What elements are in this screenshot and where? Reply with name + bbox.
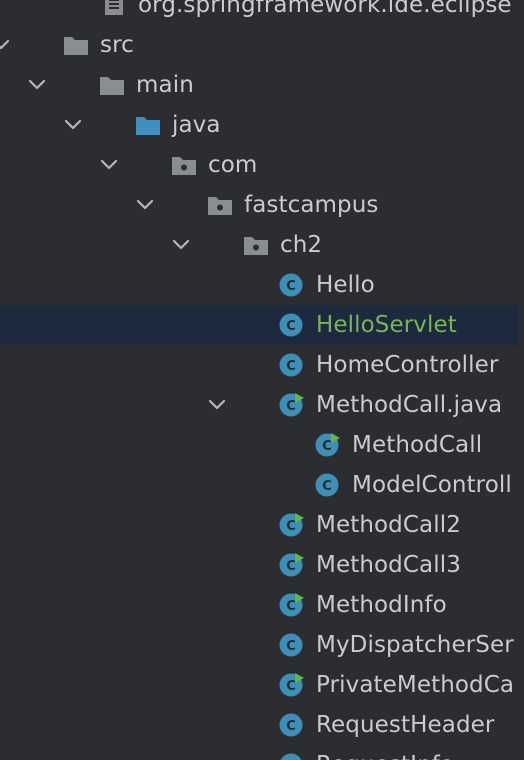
runnable-class-icon: C xyxy=(278,512,306,538)
tree-row[interactable]: C RequestHeader xyxy=(0,705,518,745)
svg-text:C: C xyxy=(286,519,296,534)
tree-row[interactable]: main xyxy=(0,65,518,105)
class-icon: C xyxy=(278,632,306,658)
package-icon xyxy=(170,152,198,178)
tree-item-label: MethodCall.java xyxy=(316,392,503,418)
chevron-down-icon[interactable] xyxy=(134,194,156,216)
folder-icon xyxy=(62,32,90,58)
class-icon: C xyxy=(314,472,342,498)
tree-row[interactable]: src xyxy=(0,25,518,65)
tree-item-label: MyDispatcherSer xyxy=(316,632,514,658)
svg-text:C: C xyxy=(286,559,296,574)
tree-row[interactable]: C MethodCall.java xyxy=(0,385,518,425)
tree-item-label: MethodCall2 xyxy=(316,512,461,538)
svg-text:C: C xyxy=(286,719,296,734)
svg-text:C: C xyxy=(322,479,332,494)
tree-row[interactable]: com xyxy=(0,145,518,185)
tree-item-label: fastcampus xyxy=(244,192,379,218)
class-icon: C xyxy=(278,712,306,738)
svg-text:C: C xyxy=(286,639,296,654)
tree-item-label: ModelControll xyxy=(352,472,512,498)
runnable-class-icon: C xyxy=(278,592,306,618)
package-icon xyxy=(206,192,234,218)
tree-row[interactable]: C MethodCall3 xyxy=(0,545,518,585)
svg-text:C: C xyxy=(286,359,296,374)
tree-item-label: Hello xyxy=(316,272,375,298)
chevron-down-icon[interactable] xyxy=(170,234,192,256)
svg-text:C: C xyxy=(286,599,296,614)
tree-item-label: PrivateMethodCa xyxy=(316,672,515,698)
runnable-class-icon: C xyxy=(278,392,306,418)
tree-item-label: HomeController xyxy=(316,352,499,378)
runnable-class-icon: C xyxy=(278,672,306,698)
tree-item-label: ch2 xyxy=(280,232,323,258)
tree-item-label: java xyxy=(172,112,221,138)
source-folder-icon xyxy=(134,112,162,138)
tree-row[interactable]: C MyDispatcherSer xyxy=(0,625,518,665)
tree-row[interactable]: ch2 xyxy=(0,225,518,265)
tree-row[interactable]: fastcampus xyxy=(0,185,518,225)
svg-text:C: C xyxy=(286,399,296,414)
tree-row[interactable]: java xyxy=(0,105,518,145)
tree-item-label: RequestInfo xyxy=(316,745,454,760)
tree-item-label: main xyxy=(136,72,194,98)
package-icon xyxy=(242,232,270,258)
svg-text:C: C xyxy=(286,319,296,334)
runnable-class-icon: C xyxy=(314,432,342,458)
tree-item-label: RequestHeader xyxy=(316,712,495,738)
chevron-down-icon[interactable] xyxy=(0,34,12,56)
tree-row[interactable]: C MethodCall xyxy=(0,425,518,465)
chevron-down-icon[interactable] xyxy=(62,114,84,136)
tree-row[interactable]: org.springframework.ide.eclipse xyxy=(0,0,518,25)
tree-item-label: MethodCall xyxy=(352,432,483,458)
chevron-down-icon[interactable] xyxy=(26,74,48,96)
tree-row[interactable]: C Hello xyxy=(0,265,518,305)
class-icon: C xyxy=(278,312,306,338)
folder-icon xyxy=(98,72,126,98)
class-icon: C xyxy=(278,272,306,298)
tree-item-label: MethodInfo xyxy=(316,592,447,618)
svg-text:C: C xyxy=(286,679,296,694)
tree-item-label: com xyxy=(208,152,258,178)
tree-row[interactable]: C HomeController xyxy=(0,345,518,385)
class-icon: C xyxy=(278,352,306,378)
tree-item-label: org.springframework.ide.eclipse xyxy=(138,0,512,18)
tree-item-label: MethodCall3 xyxy=(316,552,461,578)
tree-item-label: src xyxy=(100,32,134,58)
tree-row[interactable]: C HelloServlet xyxy=(0,305,518,345)
tree-row[interactable]: C RequestInfo xyxy=(0,745,518,760)
chevron-down-icon[interactable] xyxy=(98,154,120,176)
svg-text:C: C xyxy=(286,279,296,294)
chevron-down-icon[interactable] xyxy=(206,394,228,416)
tree-item-label: HelloServlet xyxy=(316,312,457,338)
class-icon: C xyxy=(278,752,306,760)
file-icon xyxy=(100,0,128,18)
tree-row[interactable]: C PrivateMethodCa xyxy=(0,665,518,705)
tree-row[interactable]: C MethodCall2 xyxy=(0,505,518,545)
tree-row[interactable]: C MethodInfo xyxy=(0,585,518,625)
tree-row[interactable]: C ModelControll xyxy=(0,465,518,505)
runnable-class-icon: C xyxy=(278,552,306,578)
svg-text:C: C xyxy=(322,439,332,454)
